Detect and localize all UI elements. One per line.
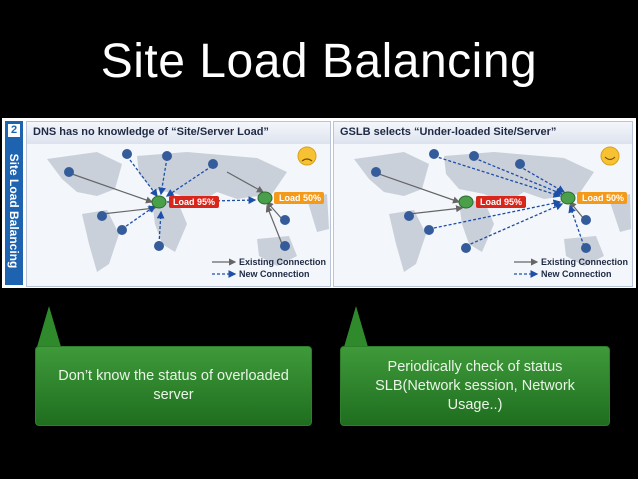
gslb-panel: GSLB selects “Under-loaded Site/Server” bbox=[333, 121, 633, 287]
happy-face-icon bbox=[600, 146, 620, 166]
load-low-label: Load 50% bbox=[279, 193, 321, 203]
server-icon-high bbox=[151, 195, 167, 209]
legend-new: New Connection bbox=[541, 269, 612, 279]
dns-world-map: Load 95% Load 50% Existing Connection Ne… bbox=[27, 144, 330, 286]
callout-left: Don’t know the status of overloaded serv… bbox=[35, 346, 312, 426]
legend-existing: Existing Connection bbox=[239, 257, 326, 267]
callout-left-text: Don’t know the status of overloaded serv… bbox=[58, 368, 289, 403]
callout-pointer-left bbox=[37, 306, 61, 347]
load-low-badge bbox=[577, 192, 627, 204]
slide-title: Site Load Balancing bbox=[100, 35, 538, 88]
user-icons bbox=[64, 149, 290, 251]
dns-panel-title: DNS has no knowledge of “Site/Server Loa… bbox=[33, 126, 269, 138]
server-icon-low bbox=[560, 191, 576, 205]
load-high-label: Load 95% bbox=[173, 197, 215, 207]
server-icon-high bbox=[458, 195, 474, 209]
side-banner: 2 Site Load Balancing bbox=[5, 121, 23, 285]
legend-new: New Connection bbox=[239, 269, 310, 279]
server-icon-low bbox=[257, 191, 273, 205]
callout-right: Periodically check of status SLB(Network… bbox=[340, 346, 610, 426]
side-label: Site Load Balancing bbox=[7, 153, 21, 269]
load-low-label: Load 50% bbox=[582, 193, 624, 203]
gslb-panel-title: GSLB selects “Under-loaded Site/Server” bbox=[340, 126, 557, 138]
dns-panel: DNS has no knowledge of “Site/Server Loa… bbox=[26, 121, 331, 287]
diagram-figure: 2 Site Load Balancing DNS has no knowled… bbox=[2, 118, 636, 288]
load-high-label: Load 95% bbox=[480, 197, 522, 207]
callout-right-text: Periodically check of status SLB(Network… bbox=[375, 358, 575, 413]
load-low-badge bbox=[274, 192, 324, 204]
dns-panel-header: DNS has no knowledge of “Site/Server Loa… bbox=[27, 122, 330, 145]
legend-existing: Existing Connection bbox=[541, 257, 628, 267]
gslb-world-map: Load 95% Load 50% Existing Connection Ne… bbox=[334, 144, 632, 286]
load-high-badge bbox=[476, 196, 526, 208]
callout-pointer-right bbox=[344, 306, 368, 347]
load-high-badge bbox=[169, 196, 219, 208]
gslb-panel-header: GSLB selects “Under-loaded Site/Server” bbox=[334, 122, 632, 145]
sad-face-icon bbox=[297, 146, 317, 166]
side-number: 2 bbox=[8, 124, 20, 137]
user-icons bbox=[371, 149, 591, 253]
